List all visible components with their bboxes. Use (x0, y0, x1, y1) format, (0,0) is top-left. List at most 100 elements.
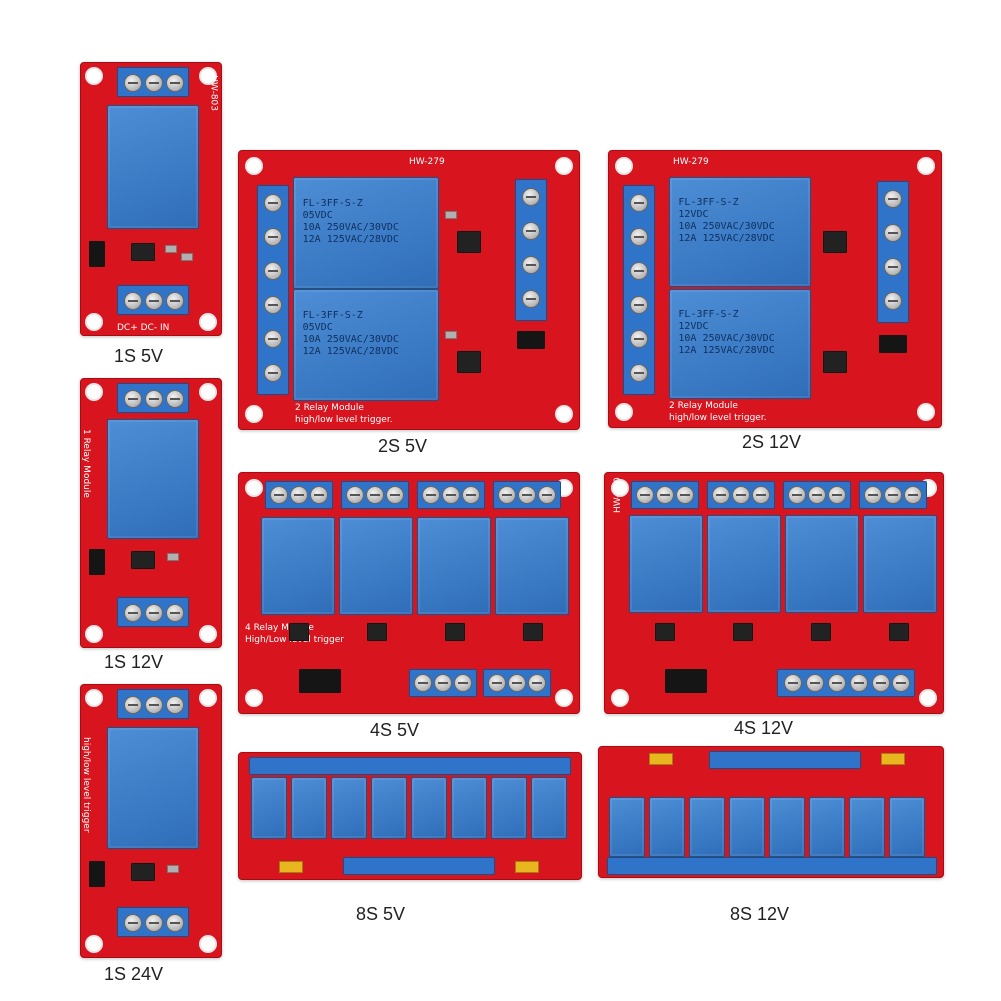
screw-terminal (631, 481, 699, 509)
screw-terminal (257, 185, 289, 395)
relay (689, 797, 725, 857)
relay: FL-3FF-S-Z 05VDC 10A 250VAC/30VDC 12A 12… (293, 177, 439, 289)
header-pins (649, 753, 673, 765)
relay (863, 515, 937, 613)
relay (769, 797, 805, 857)
optocoupler-chip (457, 351, 481, 373)
pin-label: DC+ DC- IN (117, 323, 170, 333)
relay (629, 515, 703, 613)
relay (491, 777, 527, 839)
screw-terminal (117, 907, 189, 937)
relay: FL-3FF-S-Z 05VDC 10A 250VAC/30VDC 12A 12… (293, 289, 439, 401)
screw-terminal (709, 751, 861, 769)
header-pins (881, 753, 905, 765)
jumper (89, 241, 105, 267)
model-label: HW-279 (673, 157, 709, 167)
jumper (89, 549, 105, 575)
relay-board-2s-12v: HW-279 FL-3FF-S-Z 12VDC 10A 250VAC/30VDC… (608, 150, 942, 428)
relay (107, 727, 199, 849)
relay (417, 517, 491, 615)
header-pins (515, 861, 539, 873)
screw-terminal (777, 669, 915, 697)
relay-board-1s-5v: HW-803 DC+ DC- IN (80, 62, 222, 336)
screw-terminal (623, 185, 655, 395)
optocoupler-chip (445, 623, 465, 641)
screw-terminal (859, 481, 927, 509)
relay-board-4s-12v: HW-280 (604, 472, 944, 714)
trigger-label: high/low level trigger. (669, 413, 767, 423)
relay-board-4s-5v: 4 Relay Module High/Low level trigger (238, 472, 580, 714)
module-label: 4 Relay Module (245, 623, 314, 633)
caption-4s-12v: 4S 12V (734, 718, 794, 738)
screw-terminal (493, 481, 561, 509)
trigger-label: high/low level trigger. (295, 415, 393, 425)
relay (729, 797, 765, 857)
model-label: HW-803 (209, 75, 219, 111)
header-pins (279, 861, 303, 873)
screw-terminal (607, 857, 937, 875)
screw-terminal (783, 481, 851, 509)
caption-1s-12v: 1S 12V (104, 652, 164, 672)
relay (889, 797, 925, 857)
relay (649, 797, 685, 857)
relay (339, 517, 413, 615)
caption-2s-12v: 2S 12V (742, 432, 802, 452)
jumper (879, 335, 907, 353)
relay-board-1s-24v: high/low level trigger (80, 684, 222, 958)
optocoupler-chip (823, 351, 847, 373)
screw-terminal (249, 757, 571, 775)
optocoupler-chip (523, 623, 543, 641)
relay (331, 777, 367, 839)
optocoupler-chip (289, 623, 309, 641)
screw-terminal (417, 481, 485, 509)
caption-1s-24v: 1S 24V (104, 964, 164, 984)
screw-terminal (341, 481, 409, 509)
screw-terminal (483, 669, 551, 697)
jumper (299, 669, 341, 693)
relay: FL-3FF-S-Z 12VDC 10A 250VAC/30VDC 12A 12… (669, 177, 811, 287)
relay (531, 777, 567, 839)
relay (785, 515, 859, 613)
caption-2s-5v: 2S 5V (378, 436, 428, 456)
relay (291, 777, 327, 839)
relay (609, 797, 645, 857)
jumper (517, 331, 545, 349)
screw-terminal (707, 481, 775, 509)
relay (251, 777, 287, 839)
optocoupler-chip (811, 623, 831, 641)
optocoupler-chip (131, 243, 155, 261)
trigger-label: high/low level trigger (81, 737, 91, 833)
optocoupler-chip (457, 231, 481, 253)
relay (809, 797, 845, 857)
screw-terminal (117, 285, 189, 315)
screw-terminal (117, 689, 189, 719)
screw-terminal (877, 181, 909, 323)
caption-8s-5v: 8S 5V (356, 904, 406, 924)
model-label: HW-279 (409, 157, 445, 167)
optocoupler-chip (823, 231, 847, 253)
optocoupler-chip (655, 623, 675, 641)
relay (107, 105, 199, 229)
relay-board-8s-5v (238, 752, 582, 880)
module-label: 2 Relay Module (669, 401, 738, 411)
screw-terminal (117, 383, 189, 413)
relay: FL-3FF-S-Z 12VDC 10A 250VAC/30VDC 12A 12… (669, 289, 811, 399)
screw-terminal (409, 669, 477, 697)
optocoupler-chip (131, 551, 155, 569)
relay (411, 777, 447, 839)
model-label: HW-280 (613, 477, 623, 513)
relay (495, 517, 569, 615)
caption-1s-5v: 1S 5V (114, 346, 164, 366)
jumper (89, 861, 105, 887)
relay-board-2s-5v: HW-279 FL-3FF-S-Z 05VDC 10A 250VAC/30VDC… (238, 150, 580, 430)
module-label: 2 Relay Module (295, 403, 364, 413)
relay-board-1s-12v: 1 Relay Module (80, 378, 222, 648)
relay (451, 777, 487, 839)
optocoupler-chip (131, 863, 155, 881)
screw-terminal (117, 67, 189, 97)
screw-terminal (343, 857, 495, 875)
relay (261, 517, 335, 615)
relay (107, 419, 199, 539)
screw-terminal (265, 481, 333, 509)
caption-4s-5v: 4S 5V (370, 720, 420, 740)
